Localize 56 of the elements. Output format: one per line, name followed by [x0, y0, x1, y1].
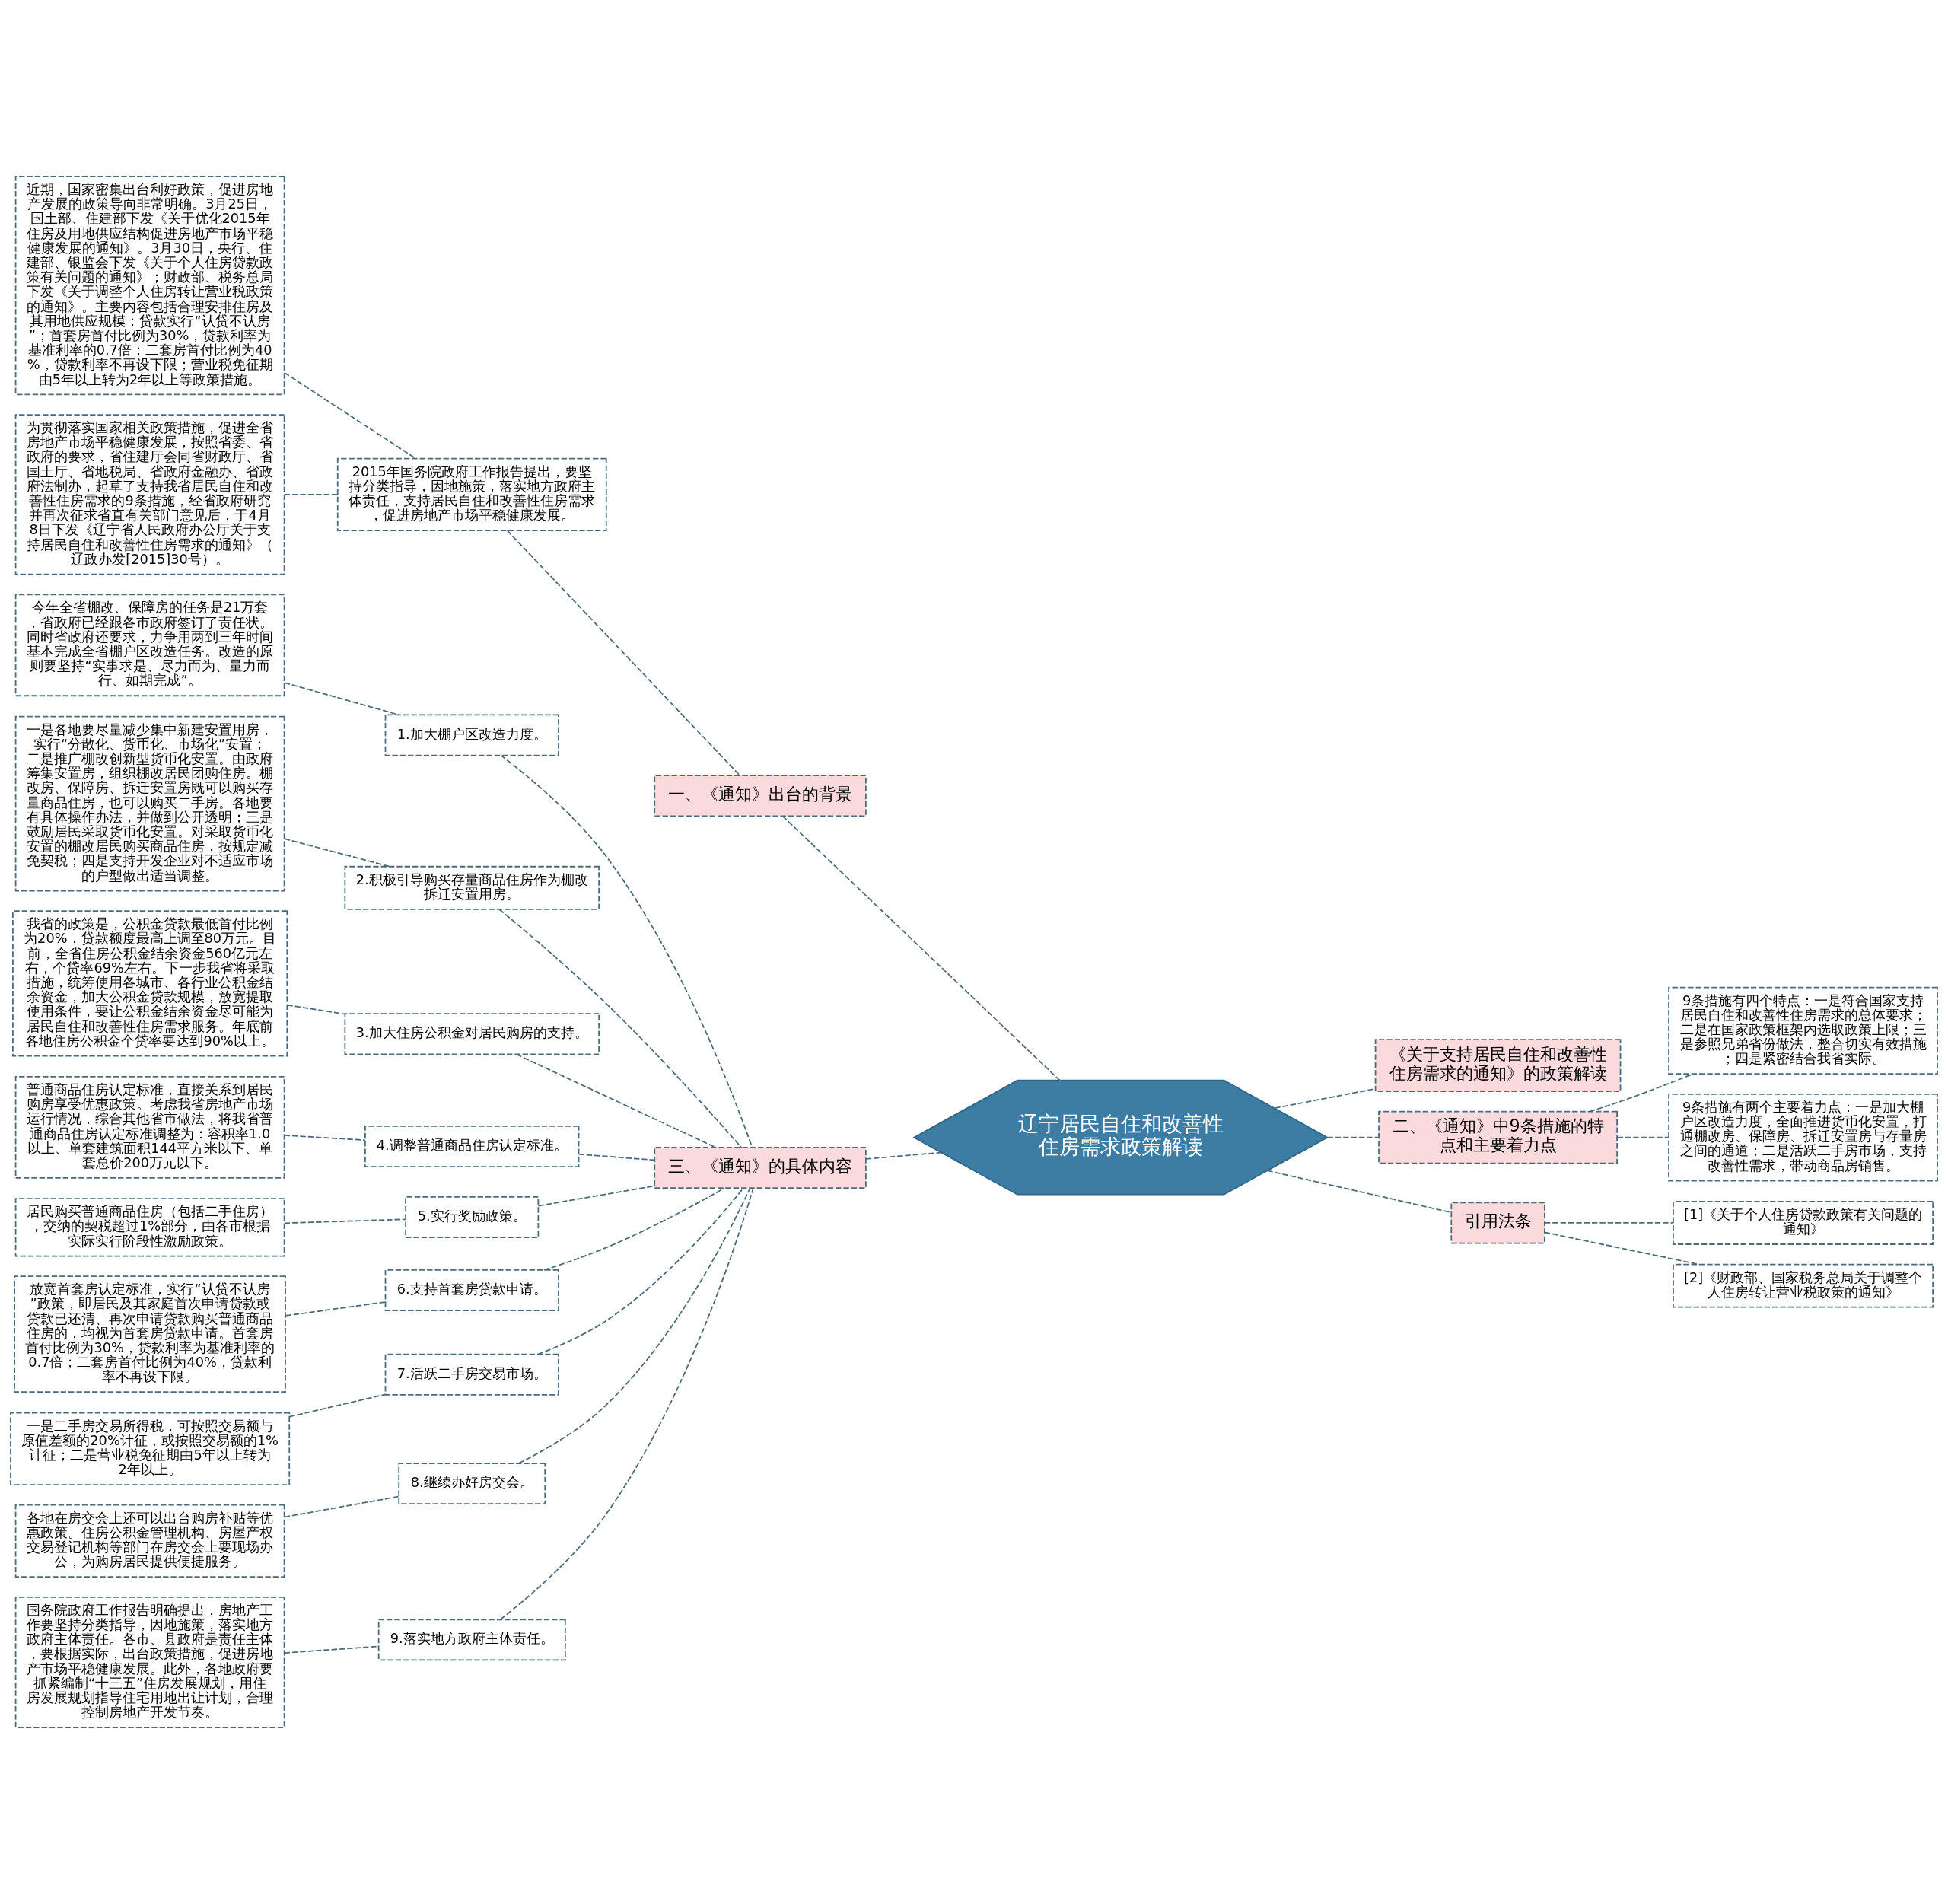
node-box: 为贯彻落实国家相关政策措施，促进全省房地产市场平稳健康发展，按照省委、省政府的要求，省住建厅会同省财政厅、省国土厅、省地税局、省政府金融办、省政府法制办，起草了支持我省居民自住和改善性住房需求的9条措施，经省政府研究并再次征求省直有关部门意见后，于4月8日下发《辽宁省人民政府办公厅关于支持居民自住和改善性住房需求的通知》（辽政办发[2015]30号）。	[14, 414, 285, 575]
node-box: 5.实行奖励政策。	[405, 1196, 540, 1239]
connector	[283, 1495, 400, 1518]
connector	[518, 1187, 751, 1464]
connector	[543, 1187, 725, 1271]
connector	[288, 1393, 387, 1418]
connector	[283, 371, 416, 460]
connector	[498, 909, 743, 1148]
connector	[1326, 1136, 1380, 1138]
connector	[865, 1151, 942, 1160]
connector	[506, 530, 740, 776]
node-box: 引用法条	[1450, 1202, 1545, 1244]
node-box: 9条措施有四个特点：一是符合国家支持居民自住和改善性住房需求的总体要求；二是在国家政策框架内选取政策上限；三是参照兄弟省份做法，整合切实有效措施；四是紧密结合我省实际。	[1668, 986, 1938, 1075]
node-box: 普通商品住房认定标准，直接关系到居民购房享受优惠政策。考虑我省房地产市场运行情况，综合其他省市做法，将我省普通商品住房认定标准调整为：容积率1.0以上、单套建筑面积144平方米以下、单套总价200万元以下。	[14, 1076, 285, 1179]
node-box: 4.调整普通商品住房认定标准。	[364, 1126, 580, 1167]
node-box: 《关于支持居民自住和改善性住房需求的通知》的政策解读	[1374, 1039, 1622, 1093]
node-box: 8.继续办好房交会。	[398, 1463, 546, 1505]
node-box: 一是各地要尽量减少集中新建安置用房，实行“分散化、货币化、市场化”安置；二是推广棚改创新型货币化安置。由政府筹集安置房，组织棚改居民团购住房。棚改房、保障房、拆迁安置房既可以购买存量商品住房，也可以购买二手房。各地要有具体操作办法，并做到公开透明；三是鼓励居民采取货币化安置。对采取货币化安置的棚改居民购买商品住房，按规定减免契税；四是支持开发企业对不适应市场的户型做出适当调整。	[14, 715, 285, 892]
node-box: [2]《财政部、国家税务总局关于调整个人住房转让营业税政策的通知》	[1673, 1263, 1934, 1308]
node-box: 三、《通知》的具体内容	[654, 1147, 867, 1189]
node-box: 二、《通知》中9条措施的特点和主要着力点	[1378, 1110, 1618, 1164]
connector	[500, 1187, 754, 1620]
node-box: 一是二手房交易所得税，可按照交易额与原值差额的20%计征，或按照交易额的1%计征；二是营业税免征期由5年以上转为2年以上。	[10, 1412, 291, 1485]
connector	[283, 494, 339, 495]
connector	[283, 1135, 366, 1141]
connector	[515, 1053, 717, 1148]
connector	[500, 754, 753, 1148]
node-box: 9条措施有两个主要着力点：一是加大棚户区改造力度，全面推进货币化安置，打通棚改房、保障房、拆迁安置房与存量房之间的通道；二是活跃二手房市场，支持改善性需求，带动商品房销售。	[1668, 1093, 1938, 1182]
node-box: 9.落实地方政府主体责任。	[377, 1619, 566, 1661]
connector	[578, 1154, 655, 1161]
connector	[283, 1218, 406, 1224]
node-box: 2015年国务院政府工作报告提出，要坚持分类指导，因地施策，落实地方政府主体责任，支持居民自住和改善性住房需求，促进房地产市场平稳健康发展。	[336, 457, 607, 532]
node-box: 6.支持首套房贷款申请。	[384, 1269, 559, 1312]
connector	[283, 838, 390, 868]
connector	[283, 682, 400, 716]
node-box: 国务院政府工作报告明确提出，房地产工作要坚持分类指导，因地施策，落实地方政府主体责任。各市、县政府是责任主体，要根据实际，出台政策措施，促进房地产市场平稳健康发展。此外，各地政府要抓紧编制“十三五”住房发展规划，用住房发展规划指导住宅用地出让计划，合理控制房地产开发节奏。	[14, 1596, 285, 1728]
node-box: [1]《关于个人住房贷款政策有关问题的通知》	[1673, 1201, 1934, 1245]
node-box: 各地在房交会上还可以出台购房补贴等优惠政策。住房公积金管理机构、房屋产权交易登记机构等部门在房交会上要现场办公，为购房居民提供便捷服务。	[14, 1504, 285, 1578]
connector	[537, 1185, 655, 1207]
connector	[1544, 1222, 1674, 1224]
node-box: 近期，国家密集出台利好政策，促进房地产发展的政策导向非常明确。3月25日，国土部、住建部下发《关于优化2015年住房及用地供应结构促进房地产市场平稳健康发展的通知》。3月30日，央行、住建部、银监会下发《关于个人住房贷款政策有关问题的通知》；财政部、税务总局下发《关于调整个人住房转让营业税政策的通知》。主要内容包括合理安排住房及其用地供应规模；贷款实行“认贷不认房”；首套房首付比例为30%，贷款利率为基准利率的0.7倍；二套房首付比例为40%，贷款利率不再设下限；营业税免征期由5年以上转为2年以上等政策措施。	[14, 176, 285, 396]
node-box: 1.加大棚户区改造力度。	[384, 714, 559, 756]
node-box: 一、《通知》出台的背景	[654, 775, 867, 817]
node-box: 7.活跃二手房交易市场。	[384, 1353, 559, 1396]
node-box: 今年全省棚改、保障房的任务是21万套，省政府已经跟各市政府签订了责任状。同时省政府还要求，力争用两到三年时间基本完成全省棚户区改造任务。改造的原则要坚持“实事求是、尽力而为、量力而行、如期完成”。	[14, 594, 285, 697]
connector	[286, 1004, 345, 1015]
connector	[1266, 1170, 1452, 1214]
node-box: 我省的政策是，公积金贷款最低首付比例为20%，贷款额度最高上调至80万元。目前，全省住房公积金结余资金560亿元左右，个贷率69%左右。下一步我省将采取措施，统筹使用各城市、各行业公积金结余资金，加大公积金贷款规模，放宽提取使用条件，要让公积金结余资金尽可能为居民自住和改善性住房需求服务。年底前各地住房公积金个贷率要达到90%以上。	[12, 910, 288, 1057]
node-box: 2.积极引导购买存量商品住房作为棚改拆迁安置用房。	[344, 865, 600, 910]
connector	[285, 1301, 386, 1317]
node-box: 3.加大住房公积金对居民购房的支持。	[344, 1013, 600, 1055]
node-box: 放宽首套房认定标准，实行“认贷不认房”政策，即居民及其家庭首次申请贷款或贷款已还清、再次申请贷款购买普通商品住房的，均视为首套房贷款申请。首套房首付比例为30%，贷款利率为基准利率的0.7倍；二套房首付比例为40%，贷款利率不再设下限。	[14, 1275, 286, 1393]
connector	[537, 1187, 744, 1355]
node-box: 居民购买普通商品住房（包括二手住房），交纳的契税超过1%部分，由各市根据实际实行阶段性激励政策。	[14, 1198, 285, 1257]
connector	[781, 815, 1061, 1081]
connector	[1616, 1136, 1669, 1138]
